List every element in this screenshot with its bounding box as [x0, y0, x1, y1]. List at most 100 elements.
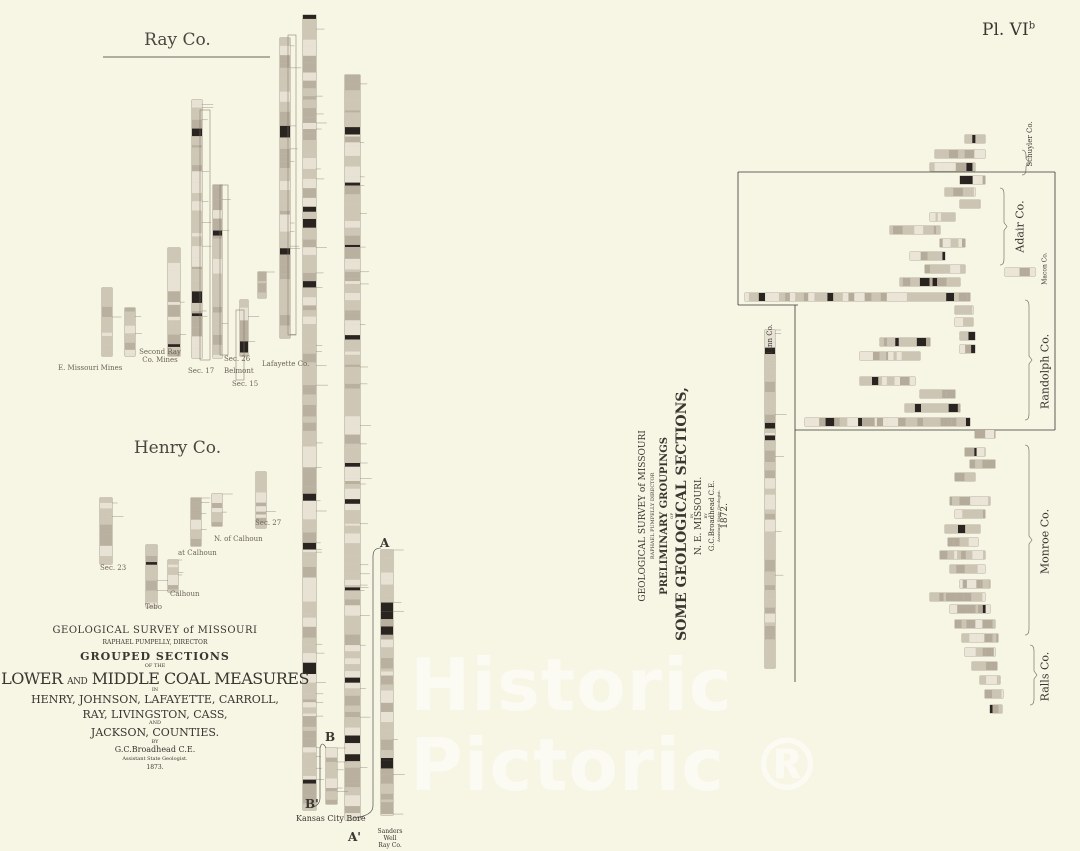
county-bracket — [1024, 444, 1033, 636]
stratum-band — [893, 226, 903, 234]
stratum-band — [975, 620, 983, 628]
stratum-band — [904, 338, 909, 346]
stratum-band — [345, 587, 360, 591]
stratum-band — [345, 269, 360, 272]
section-label: Calhoun — [170, 590, 200, 598]
stratum-band — [213, 210, 222, 219]
section-label: Sec. 27 — [255, 519, 282, 527]
stratum-band — [765, 392, 775, 402]
stratum-band — [125, 342, 135, 350]
stratum-band — [943, 593, 946, 601]
stratum-band — [950, 525, 958, 533]
stratum-band — [192, 277, 202, 281]
stratum-band — [345, 533, 360, 544]
stratum-band — [102, 294, 112, 300]
stratum-band — [765, 433, 775, 436]
stratum-band — [950, 565, 957, 573]
stratum-band — [765, 590, 775, 600]
stratum-band — [192, 147, 202, 151]
stratum-band — [878, 377, 883, 385]
stratum-band — [858, 418, 863, 426]
stratum-band — [960, 580, 963, 588]
section-label: at Calhoun — [178, 549, 217, 557]
stratum-band — [345, 283, 360, 287]
stratum-band — [240, 300, 248, 308]
stratum-band — [795, 293, 800, 301]
stratum-band — [914, 404, 922, 412]
stratum-band — [168, 567, 178, 573]
stratum-band — [952, 497, 960, 505]
stratum-band — [303, 88, 316, 97]
county-label-ralls: Ralls Co. — [1038, 651, 1052, 702]
stratum-band — [765, 639, 775, 650]
stratum-band — [912, 418, 918, 426]
stratum-band — [168, 316, 180, 321]
henry-county-label: Henry Co. — [133, 438, 222, 458]
kansas-city-bore-label: Kansas City Bore — [296, 814, 366, 823]
stratum-band — [948, 150, 959, 158]
stratum-band — [280, 228, 290, 232]
stratum-band — [303, 644, 316, 654]
stratum-band — [345, 743, 360, 755]
counties-line: JACKSON, COUNTIES. — [90, 725, 220, 739]
stratum-band — [345, 634, 360, 646]
stratum-band — [910, 278, 920, 286]
stratum-band — [956, 593, 964, 601]
stratum-band — [965, 306, 973, 314]
stratum-band — [303, 310, 316, 317]
stratum-band — [998, 690, 1002, 698]
stratum-band — [970, 460, 976, 468]
stratum-band — [765, 660, 775, 668]
stratum-band — [962, 510, 969, 518]
stratum-band — [146, 564, 157, 576]
section-letter-a-prime: A' — [348, 830, 361, 844]
stratum-band — [213, 235, 222, 239]
stratum-band — [191, 502, 201, 506]
stratum-band — [326, 769, 337, 779]
stratum-band — [975, 430, 986, 438]
stratum-band — [303, 637, 316, 645]
stratum-band — [937, 278, 947, 286]
stratum-band — [982, 176, 985, 184]
stratum-band — [893, 352, 897, 360]
stratum-band — [978, 605, 983, 613]
stratum-band — [789, 293, 796, 301]
stratum-band — [303, 281, 316, 288]
stratum-band — [303, 493, 316, 501]
stratum-band — [938, 150, 949, 158]
stratum-band — [345, 335, 360, 340]
stratum-band — [256, 522, 266, 528]
stratum-band — [758, 293, 766, 301]
stratum-band — [972, 135, 976, 143]
stratum-band — [745, 293, 749, 301]
stratum-band — [345, 523, 360, 526]
county-label-monroe: Monroe Co. — [1038, 508, 1052, 575]
stratum-band — [345, 599, 360, 606]
stratum-band — [930, 593, 940, 601]
stratum-band — [192, 136, 202, 146]
section-label: Sec. 23 — [100, 564, 127, 572]
stratum-band — [345, 525, 360, 532]
stratum-band — [303, 154, 316, 159]
stratum-band — [979, 510, 984, 518]
stratum-band — [765, 422, 775, 429]
stratum-band — [965, 135, 973, 143]
section-letter-b: B — [325, 730, 336, 744]
stratum-band — [942, 239, 951, 247]
stratum-band — [345, 136, 360, 143]
stratum-band — [345, 484, 360, 489]
stratum-band — [996, 676, 1000, 684]
title-connector: OF THE — [144, 663, 166, 670]
stratum-band — [258, 272, 266, 281]
stratum-band — [125, 316, 135, 326]
stratum-band — [345, 481, 360, 485]
stratum-band — [956, 418, 960, 426]
stratum-band — [303, 442, 316, 447]
stratum-band — [886, 293, 897, 301]
stratum-band — [303, 305, 316, 311]
stratum-band — [125, 337, 135, 343]
stratum-band — [192, 266, 202, 270]
stratum-band — [168, 270, 180, 282]
